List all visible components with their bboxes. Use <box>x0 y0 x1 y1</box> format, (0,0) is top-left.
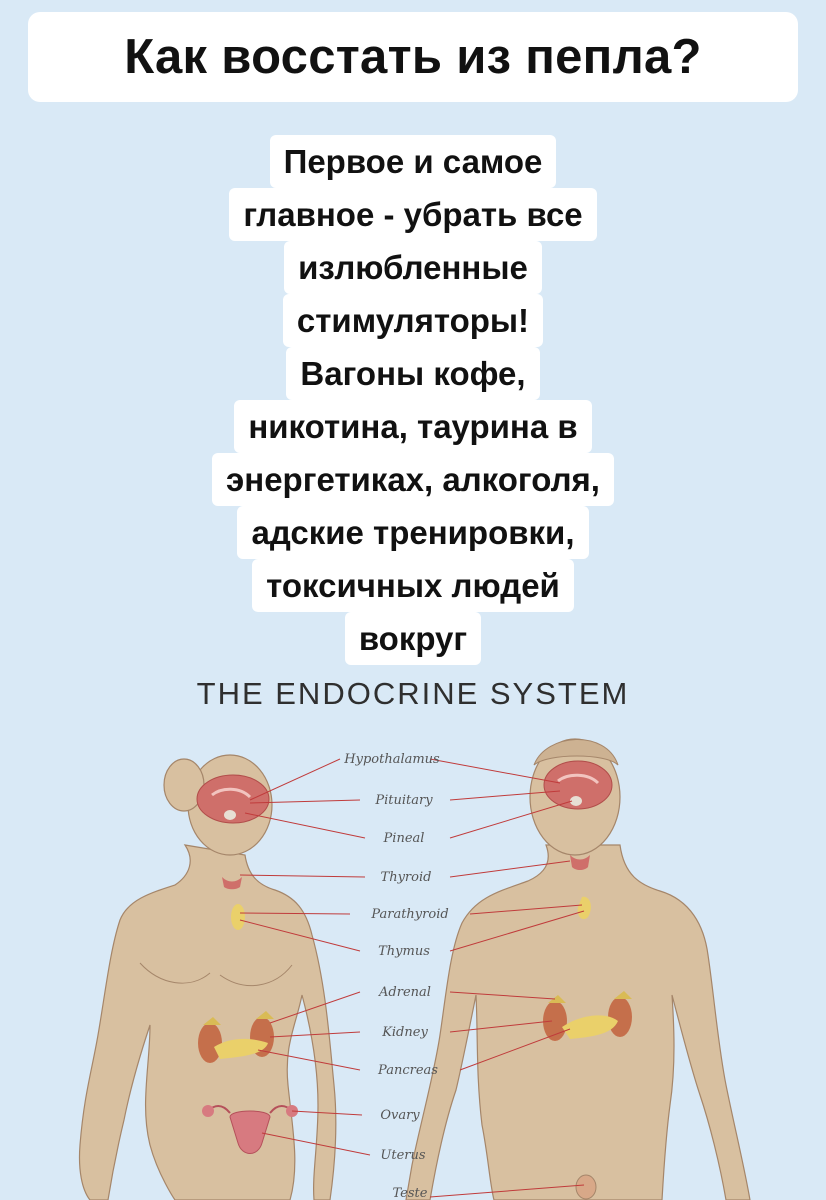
label-teste: Teste <box>393 1186 428 1200</box>
female-uterus <box>229 1110 271 1154</box>
body-line: энергетиках, алкоголя, <box>212 453 614 506</box>
male-testis <box>575 1174 597 1200</box>
endocrine-diagram: Hypothalamus Pituitary Pineal Thyroid Pa… <box>78 738 751 1200</box>
label-parathyroid: Parathyroid <box>370 907 448 922</box>
body-line: Первое и самое <box>269 135 557 188</box>
label-ovary: Ovary <box>380 1108 420 1123</box>
body-line: вокруг <box>344 612 482 665</box>
page-title: Как восстать из пепла? <box>124 30 702 84</box>
leader-lines <box>239 758 585 1198</box>
female-thymus <box>231 904 245 930</box>
label-pineal: Pineal <box>383 831 425 846</box>
female-brain <box>196 774 270 824</box>
label-pancreas: Pancreas <box>377 1063 438 1078</box>
body-text-block: Первое и самое главное - убрать все излю… <box>0 135 826 665</box>
label-thymus: Thymus <box>378 944 430 959</box>
label-pituitary: Pituitary <box>374 793 433 808</box>
organ-labels: Hypothalamus Pituitary Pineal Thyroid Pa… <box>343 752 448 1200</box>
female-kidney-left <box>198 1023 222 1063</box>
label-adrenal: Adrenal <box>378 985 431 1000</box>
female-figure <box>78 754 337 1200</box>
body-line: адские тренировки, <box>237 506 589 559</box>
male-thymus <box>577 896 591 920</box>
female-thyroid <box>222 877 242 890</box>
label-uterus: Uterus <box>380 1148 425 1163</box>
body-line: никотина, таурина в <box>234 400 592 453</box>
female-adrenal <box>203 1011 274 1025</box>
female-ovary-left <box>202 1105 214 1117</box>
female-pancreas <box>214 1038 268 1059</box>
body-line: Вагоны кофе, <box>286 347 540 400</box>
label-thyroid: Thyroid <box>381 870 432 885</box>
male-kidney-right <box>608 997 632 1037</box>
male-pancreas <box>562 1015 618 1039</box>
body-line: излюбленные <box>284 241 542 294</box>
male-kidney-left <box>543 1001 567 1041</box>
body-line: главное - убрать все <box>229 188 597 241</box>
label-kidney: Kidney <box>381 1025 428 1040</box>
male-brain <box>543 760 613 810</box>
male-figure <box>405 738 751 1200</box>
title-banner: Как восстать из пепла? <box>28 12 798 102</box>
body-line: стимуляторы! <box>282 294 544 347</box>
male-thyroid <box>570 855 590 870</box>
label-hypothalamus: Hypothalamus <box>343 752 440 767</box>
male-adrenal <box>548 991 632 1003</box>
figure-title: THE ENDOCRINE SYSTEM <box>196 676 630 711</box>
body-line: токсичных людей <box>252 559 574 612</box>
